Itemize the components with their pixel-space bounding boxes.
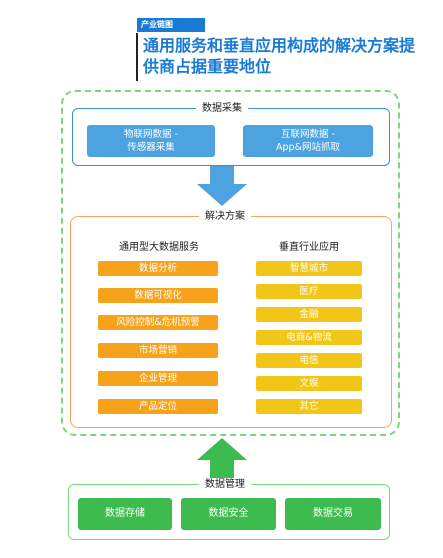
general-service-item: 产品定位 — [98, 399, 218, 414]
vertical-app-item: 智慧城市 — [256, 261, 362, 276]
general-service-item: 数据分析 — [98, 261, 218, 276]
general-services-title: 通用型大数据服务 — [119, 242, 199, 253]
data-collection-label: 数据采集 — [196, 102, 248, 116]
vertical-app-item: 其它 — [256, 399, 362, 414]
page-title: 通用服务和垂直应用构成的解决方案提供商占据重要地位 — [143, 36, 416, 76]
platform-container — [61, 90, 400, 436]
section-tag: 产业链图 — [137, 18, 205, 32]
vertical-app-item: 电信 — [256, 353, 362, 368]
general-service-item: 风险控制&危机预警 — [98, 315, 218, 330]
vertical-app-item: 金融 — [256, 307, 362, 322]
solution-label: 解决方案 — [199, 210, 251, 224]
down-arrow-icon — [197, 166, 247, 206]
data-storage-node: 数据存储 — [78, 498, 172, 530]
general-service-item: 数据可视化 — [98, 288, 218, 303]
vertical-app-item: 文娱 — [256, 376, 362, 391]
internet-data-node: 互联网数据 - App&网站抓取 — [243, 125, 373, 157]
vertical-apps-title: 垂直行业应用 — [279, 242, 339, 253]
iot-data-node: 物联网数据 - 传感器采集 — [87, 125, 215, 157]
data-security-node: 数据安全 — [181, 498, 276, 530]
title-accent-bar — [136, 33, 138, 81]
up-arrow-icon — [197, 438, 247, 478]
vertical-app-item: 电商&物流 — [256, 330, 362, 345]
data-trading-node: 数据交易 — [285, 498, 381, 530]
general-service-item: 市场营销 — [98, 343, 218, 358]
data-management-label: 数据管理 — [199, 478, 251, 492]
vertical-app-item: 医疗 — [256, 284, 362, 299]
general-service-item: 企业管理 — [98, 371, 218, 386]
